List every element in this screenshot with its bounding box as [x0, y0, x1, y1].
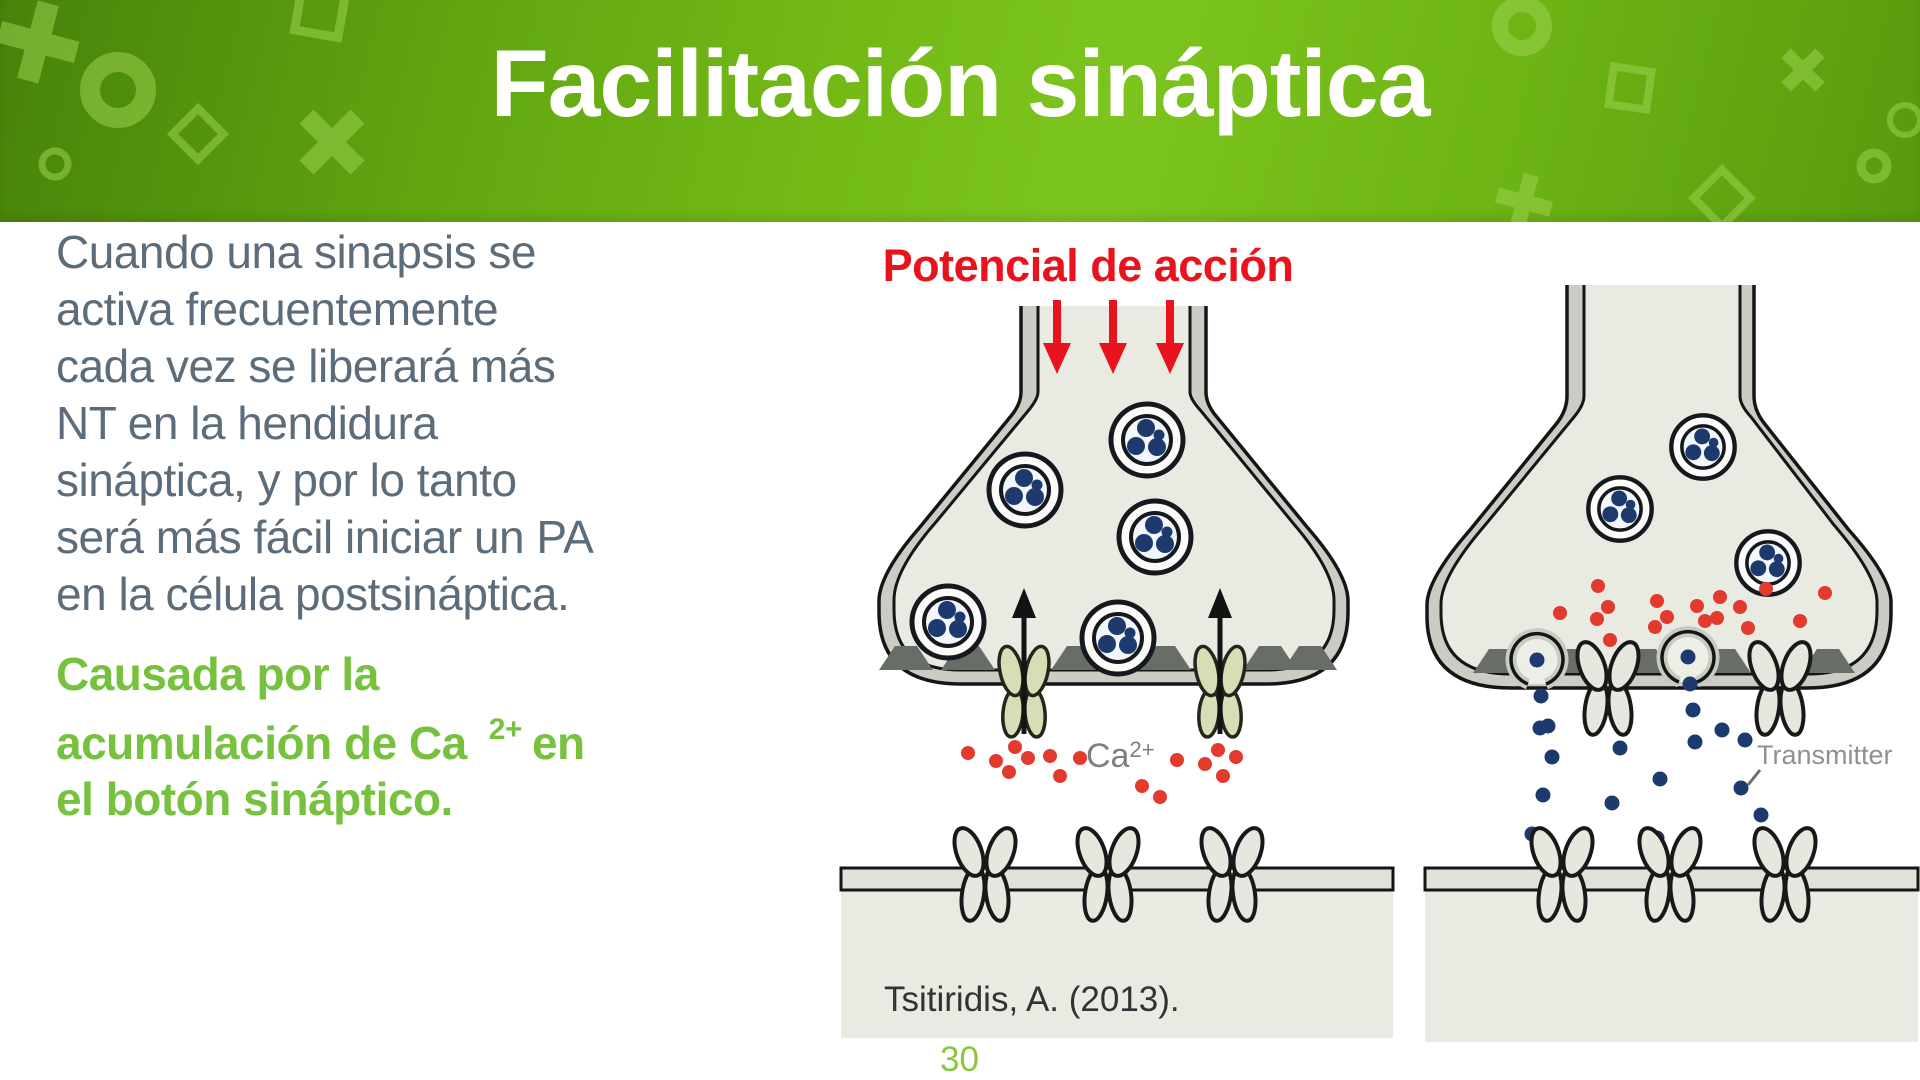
left-synapse: [839, 300, 1395, 1038]
deco-circle-icon: [38, 147, 72, 181]
paragraph-line: sináptica, y por lo tanto: [56, 454, 517, 506]
deco-plus-icon: [0, 0, 80, 84]
body-paragraph: Cuando una sinapsis se activa frecuentem…: [56, 224, 856, 623]
calcium-ions: [961, 740, 1243, 804]
deco-diamond-icon: [166, 102, 230, 166]
paragraph-line: NT en la hendidura: [56, 397, 438, 449]
deco-circle-icon: [1887, 102, 1920, 138]
vesicle: [1671, 415, 1734, 478]
highlight-line: acumulación de Ca 2+en: [56, 702, 856, 771]
deco-x-icon: [299, 109, 365, 175]
vesicle: [912, 586, 984, 658]
deco-square-icon: [289, 0, 351, 43]
paragraph-line: será más fácil iniciar un PA: [56, 511, 594, 563]
calcium-label-base: Ca: [1086, 737, 1130, 775]
calcium-influx-arrows: [1012, 588, 1232, 734]
calcium-ions: [1553, 579, 1832, 647]
deco-donut-icon: [1856, 148, 1892, 184]
transmitter-pointer-line: [1746, 769, 1762, 786]
postsynaptic-cytoplasm: [1425, 890, 1918, 1042]
paragraph-line: activa frecuentemente: [56, 283, 499, 335]
vesicle: [989, 454, 1061, 526]
calcium-label-sup: 2+: [1129, 737, 1155, 762]
postsynaptic-cell: [839, 822, 1395, 1038]
deco-square-icon: [1604, 62, 1656, 114]
deco-plus-icon: [1494, 172, 1554, 222]
calcium-channels: [993, 588, 1251, 740]
highlight-line-text: en: [531, 717, 585, 769]
paragraph-line: cada vez se liberará más: [56, 340, 556, 392]
page-title: Facilitación sináptica: [490, 31, 1431, 137]
terminal-inner-membrane: [1439, 285, 1879, 676]
highlight-line: el botón sináptico.: [56, 773, 453, 825]
highlight-line-text: acumulación de Ca: [56, 717, 467, 769]
vesicle: [1082, 602, 1154, 674]
calcium-ion-label: Ca2+: [1086, 737, 1155, 776]
action-potential-arrows: [1043, 300, 1184, 374]
superscript-2plus: 2+: [488, 713, 523, 746]
highlight-paragraph: Causada por la acumulación de Ca 2+en el …: [56, 646, 856, 827]
action-potential-label: Potencial de acción: [882, 240, 1294, 291]
citation-text: Tsitiridis, A. (2013).: [884, 980, 1180, 1019]
deco-donut-icon: [80, 52, 156, 128]
highlight-line: Causada por la: [56, 648, 379, 700]
header-banner: Facilitación sináptica: [0, 0, 1920, 222]
vesicle: [1111, 404, 1183, 476]
page-number: 30: [940, 1040, 979, 1079]
vesicle: [1119, 501, 1191, 573]
paragraph-line: Cuando una sinapsis se: [56, 226, 537, 278]
deco-diamond-icon: [1688, 164, 1756, 222]
header-decorations: [0, 0, 1920, 222]
vesicle: [1588, 477, 1651, 540]
presynaptic-terminal: [877, 306, 1350, 686]
postsynaptic-cell: [1423, 822, 1920, 1042]
paragraph-line: en la célula postsináptica.: [56, 568, 570, 620]
deco-donut-icon: [1492, 0, 1552, 56]
transmitter-label: Transmitter: [1757, 740, 1893, 770]
deco-x-icon: [1781, 48, 1825, 92]
right-synapse: [1423, 285, 1920, 1042]
